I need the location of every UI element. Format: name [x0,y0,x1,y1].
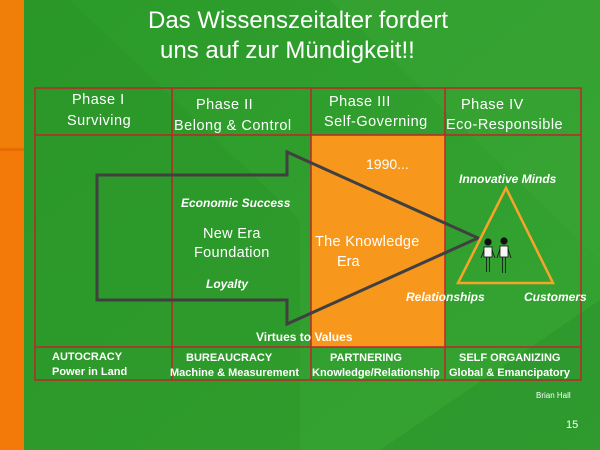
author-credit: Brian Hall [536,391,571,400]
phase-3-name: Phase III [329,94,391,110]
knowledge-era-line-1: The Knowledge [315,234,420,250]
phase-1-name: Phase I [72,92,125,108]
title-line-1: Das Wissenszeitalter fordert [148,7,449,34]
stage-3-desc: Knowledge/Relationship [312,367,440,379]
phase-2-name: Phase II [196,97,254,113]
title-line-2: uns auf zur Mündigkeit!! [160,37,415,64]
innovation-triangle [455,185,556,285]
stage-4-desc: Global & Emancipatory [449,367,571,379]
year-label: 1990... [366,156,409,172]
orange-side-bar-top [0,0,24,148]
slide-title: Das Wissenszeitalter fordert uns auf zur… [148,6,548,66]
transition-arrow [95,149,482,327]
phase-4-label: Eco-Responsible [446,117,564,133]
loyalty-label: Loyalty [206,277,249,291]
phase-3-label: Self-Governing [324,114,428,130]
people-icon [480,237,512,273]
customers-label: Customers [524,290,587,304]
knowledge-era-line-2: Era [337,254,360,270]
virtues-label: Virtues to Values [256,330,353,344]
phase-4-name: Phase IV [461,97,524,113]
stage-2-desc: Machine & Measurement [170,367,299,379]
stage-1-desc: Power in Land [52,366,128,378]
stage-3-name: PARTNERING [330,352,402,364]
economic-success-label: Economic Success [181,196,291,210]
stage-2-name: BUREAUCRACY [186,352,273,364]
orange-side-bar-bottom [0,148,24,450]
stage-1-name: AUTOCRACY [52,351,123,363]
innovative-minds-label: Innovative Minds [459,172,557,186]
relationships-label: Relationships [406,290,485,304]
knowledge-era-column [311,135,445,347]
phase-1-label: Surviving [67,113,132,129]
new-era-line-2: Foundation [194,245,270,261]
stage-4-name: SELF ORGANIZING [459,352,561,364]
phase-grid [34,87,582,381]
page-number: 15 [566,419,579,431]
phase-2-label: Belong & Control [174,118,292,134]
new-era-line-1: New Era [203,226,261,242]
